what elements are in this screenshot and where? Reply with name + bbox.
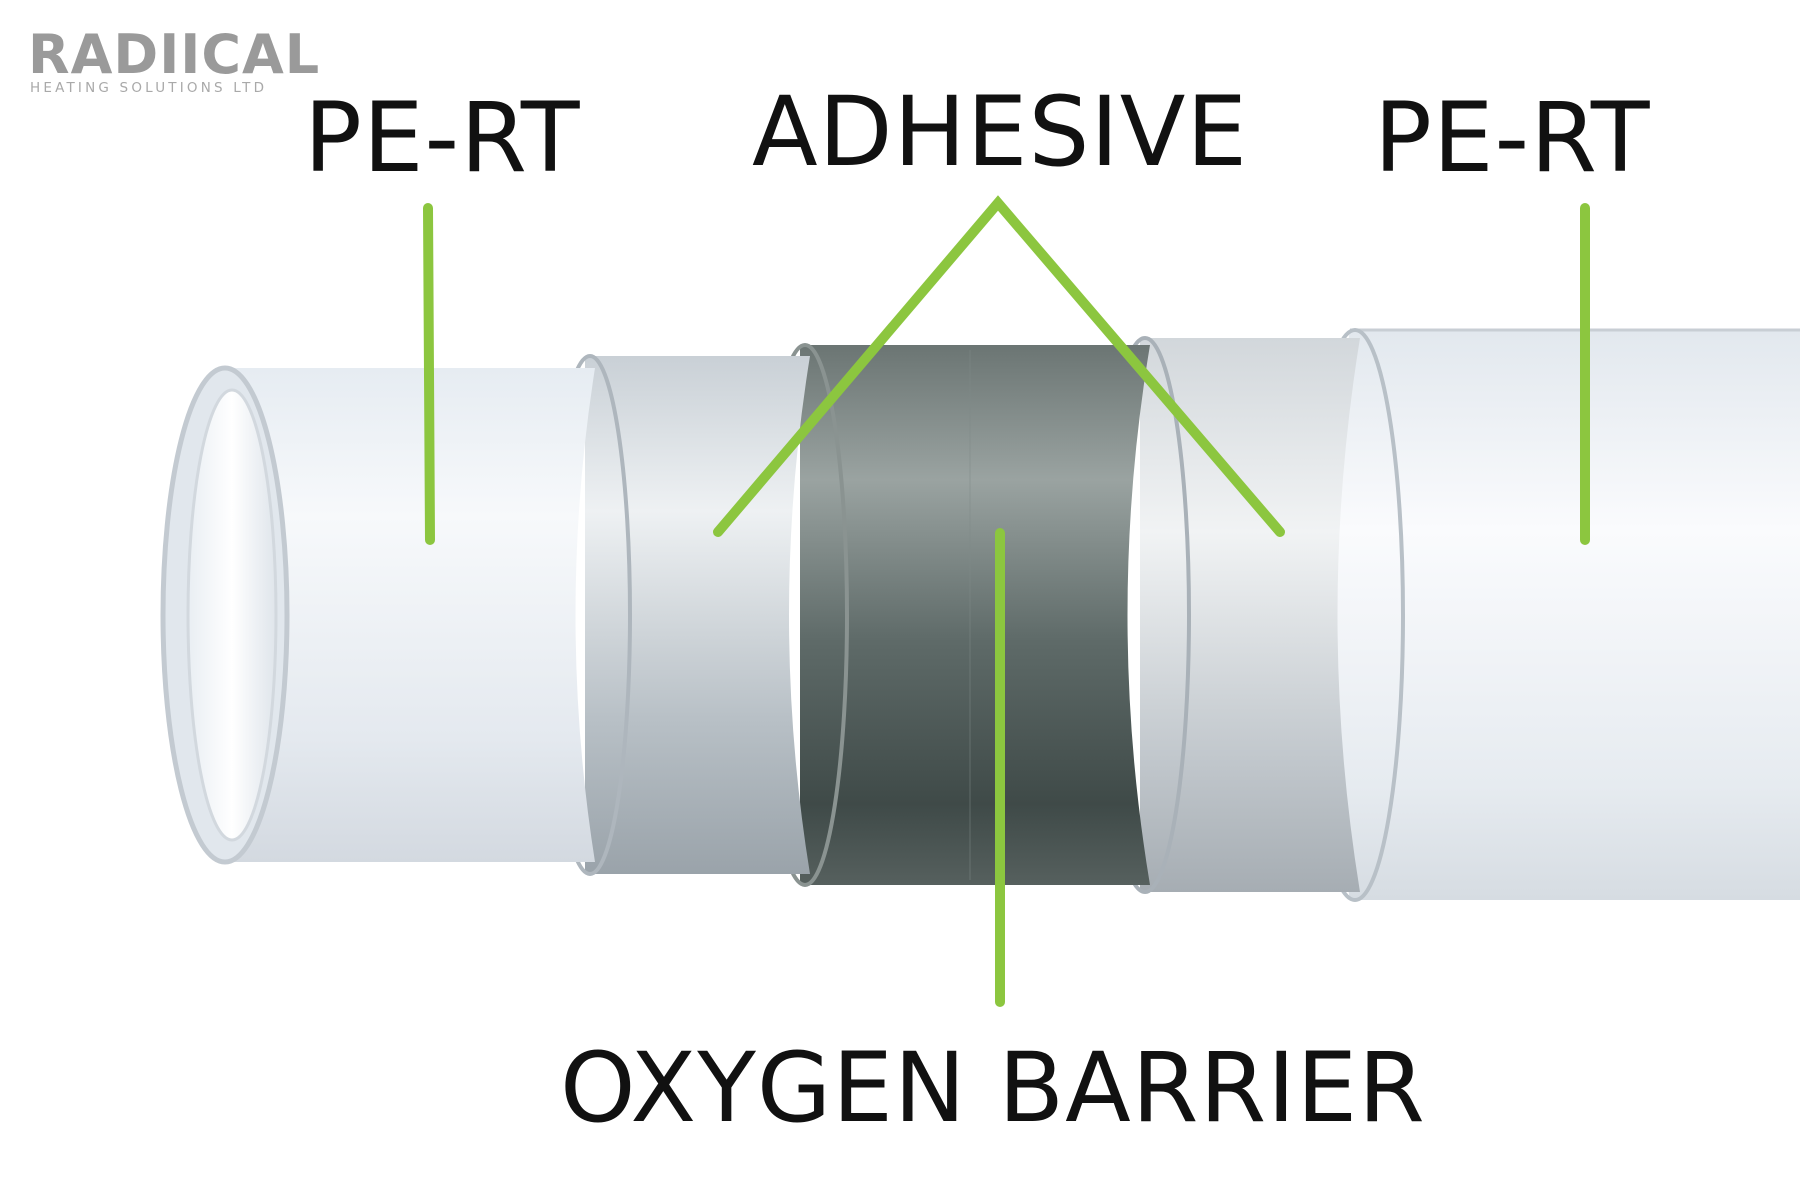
pipe-layer-pe-rt-outer bbox=[1305, 328, 1800, 902]
label-adhesive: ADHESIVE bbox=[752, 76, 1249, 188]
pipe-layer-oxygen-barrier bbox=[761, 343, 1150, 887]
label-pe-rt-outer: PE-RT bbox=[1374, 82, 1651, 194]
leader-line-adhesive bbox=[713, 195, 1285, 537]
leader-lines bbox=[423, 195, 1590, 1007]
radical-logo: RADIICAL HEATING SOLUTIONS LTD bbox=[28, 28, 319, 98]
label-pe-rt-inner: PE-RT bbox=[304, 82, 581, 194]
leader-line-pe-rt-inner bbox=[423, 203, 435, 545]
pipe-layer-adhesive-outer bbox=[1099, 336, 1360, 894]
logo-wordmark: RADIICAL bbox=[28, 23, 321, 86]
pipe-layer-adhesive-inner bbox=[548, 354, 810, 876]
pipe-layer-pe-rt-inner bbox=[160, 365, 595, 865]
logo-subtitle: HEATING SOLUTIONS LTD bbox=[30, 80, 268, 96]
label-oxygen-barrier: OXYGEN BARRIER bbox=[560, 1032, 1426, 1144]
